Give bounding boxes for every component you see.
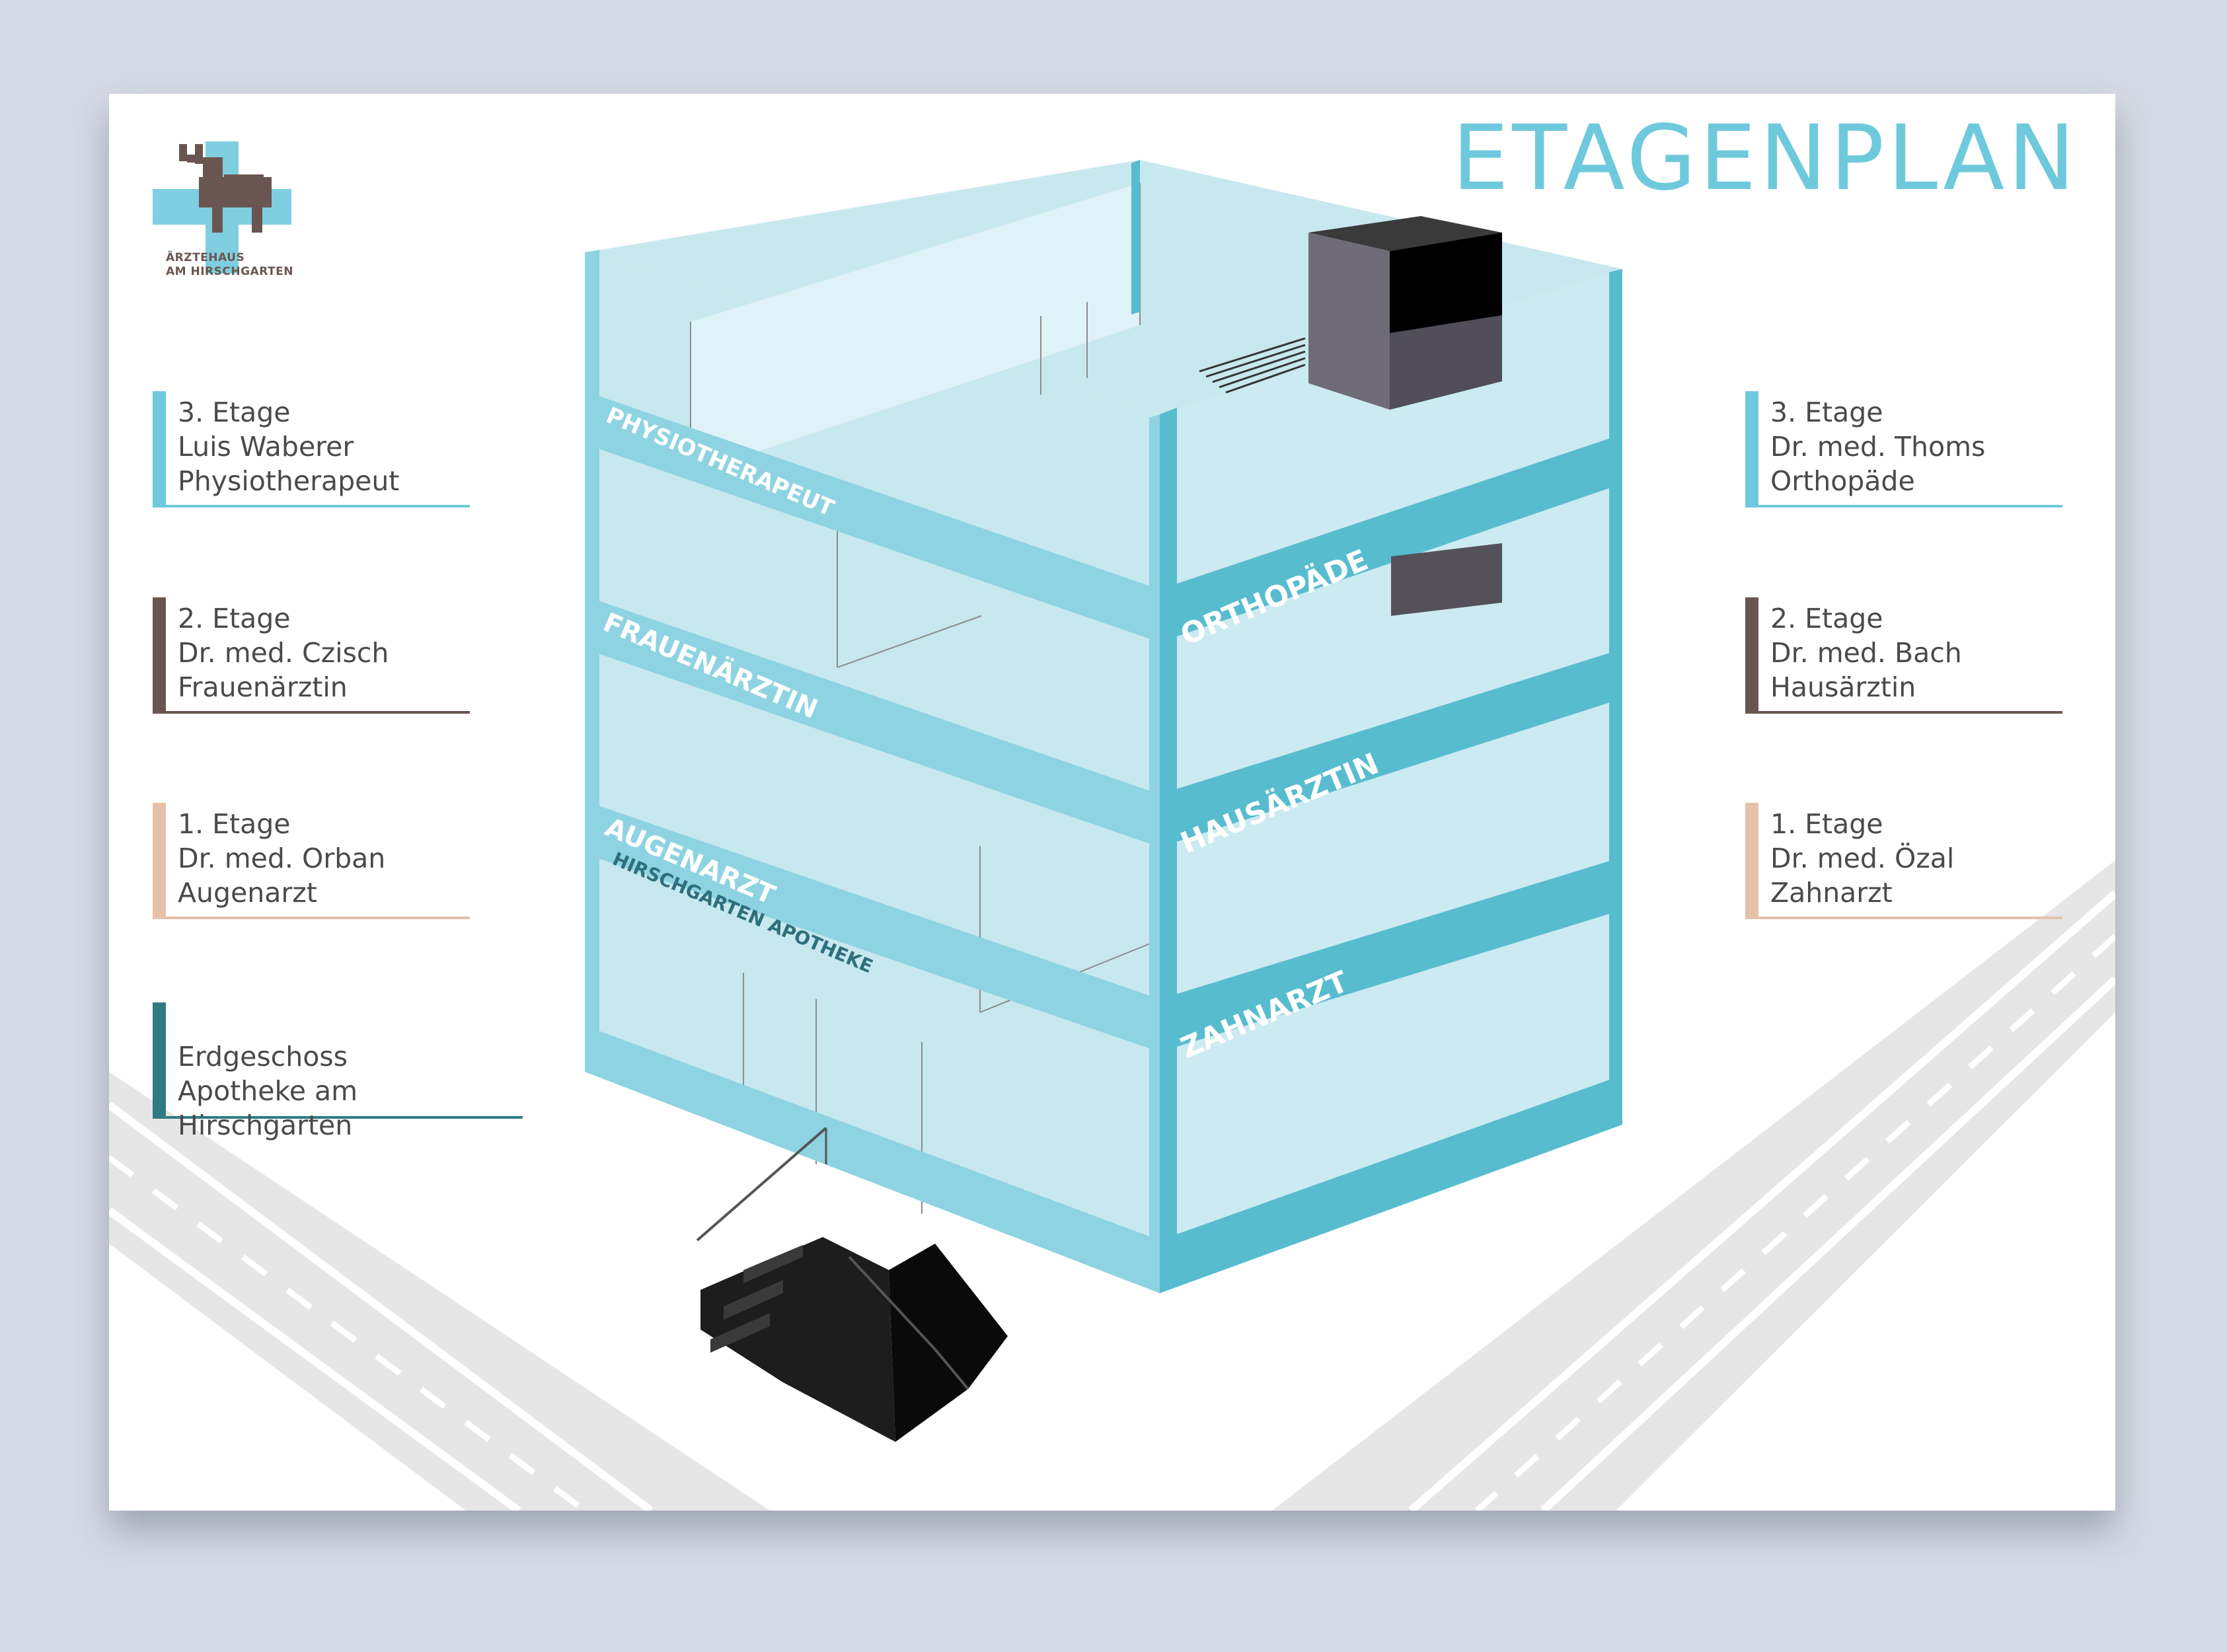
panel-floor: 1. Etage (178, 808, 291, 840)
panel-floor: 1. Etage (1770, 808, 1883, 840)
panel-right-floor-1: 1. Etage Dr. med. Özal Zahnarzt (1745, 803, 2062, 919)
label-physiotherapeut: PHYSIOTHERAPEUT (602, 402, 838, 522)
label-frauenaerztin: FRAUENÄRZTIN (599, 606, 823, 725)
panel-name: Luis Waberer (178, 431, 354, 463)
logo-line-2: AM HIRSCHGARTEN (166, 265, 293, 278)
floor-plan-poster: PHYSIOTHERAPEUT FRAUENÄRZTIN AUGENARZT H… (109, 94, 2115, 1511)
panel-specialty: Orthopäde (1770, 465, 1915, 497)
panel-name: Dr. med. Özal (1770, 843, 1955, 874)
right-facade (1160, 269, 1622, 1293)
panel-specialty: Physiotherapeut (178, 465, 400, 497)
panel-specialty: Frauenärztin (178, 671, 348, 703)
logo-cross-deer-icon (153, 141, 291, 274)
roof-stairwell (1199, 337, 1306, 394)
panel-left-ground-floor: Erdgeschoss Apotheke am Hirschgarten (153, 1002, 523, 1141)
panel-right-floor-2: 2. Etage Dr. med. Bach Hausärztin (1745, 597, 2062, 714)
panel-specialty: Augenarzt (178, 877, 317, 909)
panel-floor: 2. Etage (178, 603, 291, 634)
panel-floor: 3. Etage (178, 396, 291, 428)
logo-line-1: ÄRZTEHAUS (166, 251, 245, 264)
floor-slabs-left (585, 391, 1160, 1293)
left-facade (585, 252, 1160, 1293)
label-hausaerztin: HAUSÄRZTIN (1176, 745, 1384, 860)
road-left (109, 1072, 770, 1511)
panel-left-floor-3: 3. Etage Luis Waberer Physiotherapeut (153, 391, 470, 507)
panel-name: Dr. med. Orban (178, 843, 386, 874)
panel-name: Dr. med. Czisch (178, 637, 389, 669)
panel-floor: 3. Etage (1770, 396, 1883, 428)
page-title: ETAGENPLAN (1452, 106, 2078, 211)
panel-left-floor-1: 1. Etage Dr. med. Orban Augenarzt (153, 803, 470, 919)
panel-specialty: Hausärztin (1770, 671, 1916, 703)
panel-floor: Erdgeschoss (178, 1041, 348, 1072)
building-illustration (109, 160, 2115, 1511)
entrance-stairs (696, 1127, 1008, 1442)
panel-left-floor-2: 2. Etage Dr. med. Czisch Frauenärztin (153, 597, 470, 714)
panel-floor: 2. Etage (1770, 603, 1883, 634)
rooftop-elevator (1308, 216, 1502, 616)
panel-name: Apotheke am Hirschgarten (178, 1075, 358, 1141)
label-orthopaede: ORTHOPÄDE (1176, 542, 1373, 652)
corner-columns (585, 160, 1622, 1293)
road-right (1272, 860, 2115, 1511)
building-labels: PHYSIOTHERAPEUT FRAUENÄRZTIN AUGENARZT H… (599, 402, 1384, 1065)
panel-specialty: Zahnarzt (1770, 877, 1893, 909)
floor-slabs-right (1160, 434, 1622, 1293)
panel-right-floor-3: 3. Etage Dr. med. Thoms Orthopäde (1745, 391, 2062, 507)
logo-text: ÄRZTEHAUS AM HIRSCHGARTEN (166, 251, 311, 279)
panel-name: Dr. med. Thoms (1770, 431, 1986, 463)
label-zahnarzt: ZAHNARZT (1176, 965, 1353, 1065)
panel-name: Dr. med. Bach (1770, 637, 1962, 669)
